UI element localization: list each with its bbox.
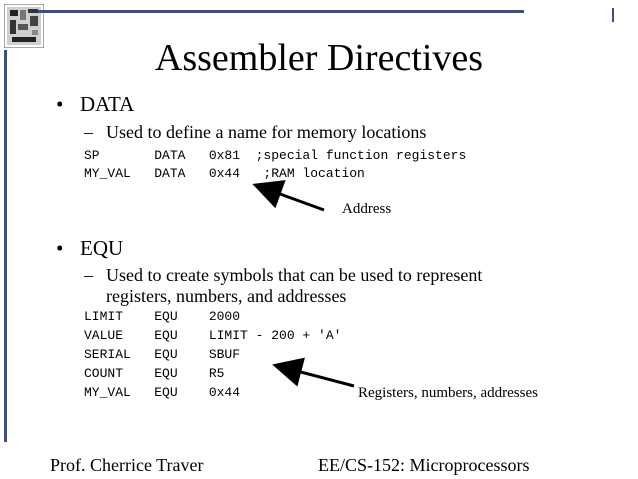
registers-arrow-icon: [272, 357, 355, 388]
code-line: LIMIT EQU 2000: [84, 309, 241, 324]
code-line: MY_VAL EQU 0x44: [84, 385, 241, 400]
footer-course: EE/CS-152: Microprocessors: [318, 455, 530, 475]
code-line: SP DATA 0x81 ;special function registers: [84, 148, 467, 163]
equ-description-line1: Used to create symbols that can be used …: [106, 265, 483, 285]
bullet-marker: •: [56, 236, 64, 260]
dash-marker: –: [84, 265, 93, 285]
code-line: VALUE EQU LIMIT - 200 + 'A': [84, 328, 342, 343]
bullet-data: DATA: [80, 92, 135, 116]
footer-author: Prof. Cherrice Traver: [50, 455, 204, 475]
address-arrow-icon: [252, 180, 325, 212]
slide-title: Assembler Directives: [154, 37, 484, 79]
equ-description-line2: registers, numbers, and addresses: [106, 286, 347, 306]
code-line: MY_VAL DATA 0x44 ;RAM location: [84, 166, 365, 181]
bullet-marker: •: [56, 92, 64, 116]
code-line: COUNT EQU R5: [84, 366, 225, 381]
registers-annotation: Registers, numbers, addresses: [358, 385, 538, 401]
code-line: SERIAL EQU SBUF: [84, 347, 241, 362]
chip-logo-icon: [3, 3, 45, 49]
address-annotation: Address: [342, 201, 392, 217]
dash-marker: –: [84, 122, 93, 142]
data-description: Used to define a name for memory locatio…: [106, 122, 427, 142]
left-rule: [4, 50, 7, 442]
bullet-equ: EQU: [80, 236, 124, 260]
top-right-tick: [612, 8, 614, 22]
top-rule: [38, 10, 524, 13]
